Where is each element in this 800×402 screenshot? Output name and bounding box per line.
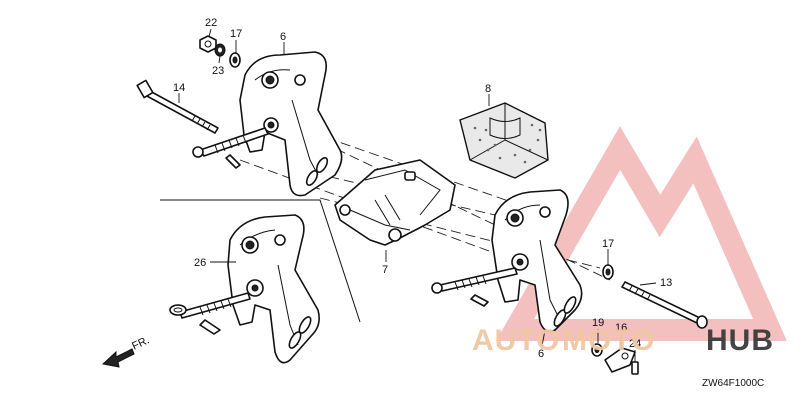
bracket-part-6-upper — [239, 51, 343, 197]
bolt-part-14 — [136, 79, 219, 134]
watermark-moto: MOTO — [562, 324, 655, 357]
nut-part-22 — [199, 35, 217, 53]
callout-7: 7 — [382, 264, 388, 276]
callout-17-upper: 17 — [230, 28, 242, 40]
front-direction-arrow-icon — [101, 348, 135, 368]
callout-16: 16 — [615, 322, 627, 334]
washer-part-17-upper — [229, 52, 241, 68]
diagram-code: ZW64F1000C — [702, 378, 764, 389]
clamp-screw-upper — [192, 127, 269, 169]
washer-part-23 — [214, 43, 226, 57]
callout-13: 13 — [660, 277, 672, 289]
lever-part-16 — [604, 347, 636, 373]
watermark-auto: AUTO — [472, 324, 560, 357]
front-indicator-label: FR. — [130, 334, 151, 352]
callout-6-upper: 6 — [280, 31, 286, 43]
variant-separator — [160, 199, 361, 323]
callout-24: 24 — [629, 338, 641, 350]
callout-26: 26 — [194, 257, 206, 269]
callout-19: 19 — [592, 317, 604, 329]
watermark-text: AUTO MOTO HUB — [472, 324, 774, 357]
washer-part-19 — [591, 343, 603, 357]
callout-14: 14 — [173, 82, 185, 94]
clamp-screw-lower — [431, 267, 518, 307]
callout-22: 22 — [205, 17, 217, 29]
washer-part-17-lower — [602, 264, 614, 280]
callout-6-lower: 6 — [538, 348, 544, 360]
watermark-logo-icon — [495, 126, 787, 341]
callout-8: 8 — [485, 83, 491, 95]
callout-23: 23 — [212, 65, 224, 77]
bracket-part-6-lower — [491, 189, 583, 333]
pad-part-8 — [459, 102, 549, 179]
callout-leaders — [178, 28, 657, 362]
bolt-part-13 — [621, 281, 708, 329]
watermark-hub: HUB — [706, 324, 774, 357]
callout-numbers: 22 17 6 23 14 8 26 7 17 13 19 16 24 6 — [173, 17, 672, 360]
bracket-part-26 — [169, 214, 320, 364]
pin-part-24 — [631, 361, 639, 375]
swivel-bracket-part-7 — [334, 159, 456, 246]
callout-17-lower: 17 — [602, 238, 614, 250]
